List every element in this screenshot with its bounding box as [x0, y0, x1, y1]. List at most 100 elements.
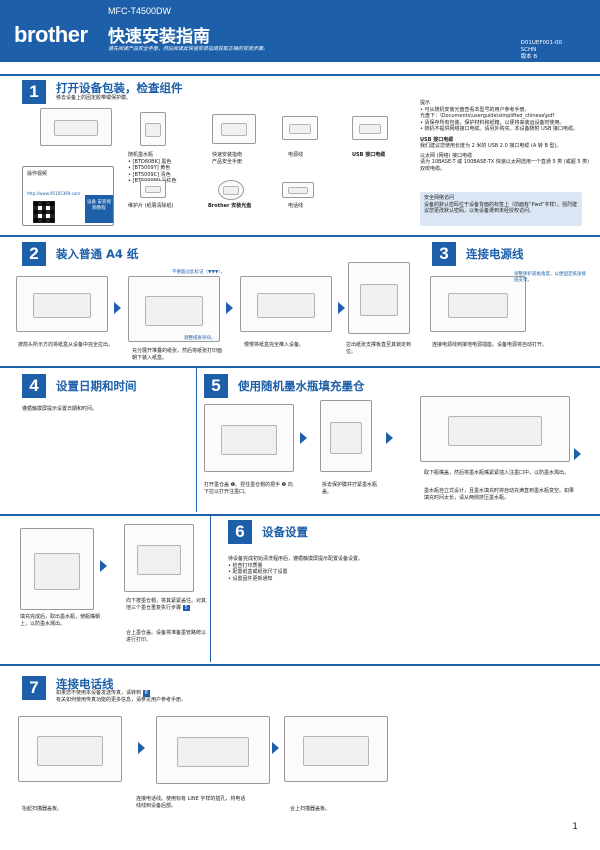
usb-text: 我们建议您使用长度为 2 米的 USB 2.0 接口电缆 (A 转 B 型)。: [420, 143, 562, 149]
phone-cord-illustration: [282, 182, 314, 198]
section-6-desc-text: 待设备完成初始清洗程序后，遵循触摸屏提示配置设备设置。: [228, 556, 364, 562]
video-url[interactable]: http://www.95105369.com: [27, 191, 81, 196]
next-arrow-icon: [574, 448, 581, 460]
usb-title: USB 接口电缆: [420, 136, 454, 143]
step-5-caption-2: 拆去保护膜并拧紧墨水瓶盖。: [322, 482, 378, 495]
section-divider: [0, 235, 600, 237]
step-5-caption-3: 取下瓶嘴盖，然后将墨水瓶嘴紧紧插入注墨口中，以防墨水溅出。: [424, 470, 570, 476]
power-connect-illustration: [430, 276, 526, 332]
section-4-desc: 遵循触摸屏提示设置日期和时间。: [22, 406, 98, 412]
section-7-desc-line-1: 如果您不使用本设备发送传真，请转到 8: [56, 690, 356, 697]
section-7-title: 连接电话线: [56, 677, 114, 691]
section-6-number: 6: [228, 520, 252, 544]
setting-item: • 设置固件更新通知: [228, 575, 273, 582]
section-2-number: 2: [22, 242, 46, 266]
next-arrow-icon: [226, 302, 233, 314]
step-5-caption-5: 向下按墨仓帽，将其紧紧盖住。对其他三个墨仓重复执行步骤 5: [126, 598, 206, 611]
paper-guide-callout: 调整纸张导块。: [184, 336, 216, 341]
doc-version: 版本 B: [520, 54, 538, 60]
step-5-caption-6: 合上墨仓盖。设备将准备墨管路统以进行打印。: [126, 630, 207, 643]
usb-cable-caption: USB 接口电缆: [352, 152, 386, 158]
step-7-caption-2: 连接电话线。使用标有 LINE 字样的插孔，将电话线线到设备后部。: [136, 796, 246, 809]
next-arrow-icon: [386, 432, 393, 444]
lan-text: 请为 10BASE-T 或 100BASE-TX 快速以太网选用一个直通 5 类…: [420, 159, 590, 172]
security-note: 安全网络访问 设备的默认密码位于设备背面的标签上（前面有“Pwd”字样）。强烈建…: [420, 192, 582, 226]
section-6-desc: 待设备完成初始清洗程序后，遵循触摸屏提示配置设备设置。 • 检查打印质量 • 配…: [228, 556, 568, 582]
section-7-desc: 如果您不使用本设备发送传真，请转到 8 有关如何使用传真功能的更多信息，请参见用…: [56, 690, 356, 703]
step-5-caption-1: 打开墨仓盖 ❶。捏住墨仓帽的把手 ❷ 向下拉以打开注墨口。: [204, 482, 293, 495]
lan-title: 以太网 (网络) 接口电缆: [420, 152, 473, 159]
guide-caption-line: 快速安装指南: [212, 152, 243, 158]
next-arrow-icon: [114, 302, 121, 314]
section-3-title: 连接电源线: [466, 247, 524, 261]
ink-caption-line: • [BT5009Y] 黄色: [128, 165, 171, 171]
section-5-title: 使用随机墨水瓶填充墨仓: [238, 379, 365, 393]
video-tutorial-label: 设备 安装视频教程: [87, 200, 111, 211]
brand-logo: brother: [14, 22, 88, 47]
lift-scanner-illustration: [18, 716, 122, 782]
setting-item: • 配置纸盒或纸张尺寸设置: [228, 569, 288, 575]
setting-item: • 检查打印质量: [228, 562, 263, 569]
paper-support-illustration: [348, 262, 410, 334]
section-divider: [0, 664, 600, 666]
paper-limit-callout: 不要超过此标记（▼▼▼）。: [172, 270, 226, 275]
column-divider: [210, 514, 211, 662]
close-scanner-illustration: [284, 716, 388, 782]
next-arrow-icon: [272, 742, 279, 754]
section-divider: [0, 366, 600, 368]
load-paper-illustration: [128, 276, 220, 342]
section-1-desc: 移去设备上的固定胶带或保护膜。: [56, 95, 132, 101]
page-title: 快速安装指南: [108, 27, 210, 47]
ink-caption-line: 随机墨水瓶: [128, 152, 154, 158]
section-7-desc-1: 如果您不使用本设备发送传真，请转到: [56, 690, 142, 696]
header-banner: brother MFC-T4500DW 快速安装指南 请先阅读产品安全手册，然后…: [0, 0, 600, 62]
note-line: • 请保存所有包装，保护材料和纸箱，以便将来装运设备时使用。: [420, 119, 565, 126]
security-text: 设备的默认密码位于设备背面的标签上（前面有“Pwd”字样）。强烈建议您更改默认密…: [424, 201, 577, 215]
guide-caption: 快速安装指南 产品安全手册: [212, 152, 242, 165]
guide-booklet-illustration: [212, 114, 256, 144]
next-arrow-icon: [138, 742, 145, 754]
phone-cord-caption: 电话线: [288, 203, 304, 209]
note-line: • 随机不提供网络接口电缆。请另外购买。本设备随附 USB 接口电缆。: [420, 126, 578, 132]
step-7-caption-1: 抬起扫描器盖板。: [22, 806, 63, 812]
step-2-caption-4: 拉出纸张支撑板直至其锁定到位。: [346, 342, 412, 355]
doc-code: D01UEF001-00: [520, 40, 562, 46]
step-2-caption-1: 按箭头所示方向将纸盒从设备中完全拉出。: [18, 342, 114, 348]
printer-illustration: [40, 108, 112, 146]
section-7-desc-2: 有关如何使用传真功能的更多信息，请参见用户参考手册。: [56, 696, 187, 703]
step-ref-badge: 8: [142, 690, 150, 697]
power-cord-illustration: [282, 116, 318, 140]
ink-filling-illustration: [420, 396, 570, 462]
step-2-caption-2: 充分展开堆叠的纸张，然后将纸张打印面朝下装入纸盒。: [132, 348, 223, 361]
note-line: • 可从随机安装光盘查看本型号的用户参考手册。: [420, 106, 530, 113]
step-7-caption-3: 合上扫描器盖板。: [290, 806, 331, 812]
pull-tray-illustration: [16, 276, 108, 332]
video-tutorial-button[interactable]: 设备 安装视频教程: [85, 195, 113, 223]
wiper-illustration: [140, 180, 166, 198]
step-ref-badge: 5: [182, 604, 190, 611]
qr-code: [33, 201, 55, 223]
section-1-number: 1: [22, 80, 46, 104]
section-1-title: 打开设备包装，检查组件: [56, 81, 183, 95]
video-label: 操作视频: [27, 171, 48, 177]
page-number: 1: [572, 822, 578, 832]
notes-title: 提示: [420, 100, 431, 106]
power-cord-caption: 电源线: [288, 152, 304, 158]
wiper-caption: 维护片 (纸屑清除纸): [128, 203, 174, 209]
doc-lang: SCHN: [520, 47, 537, 53]
cd-disc-icon: [218, 180, 244, 200]
section-7-number: 7: [22, 676, 46, 700]
ink-caption-line: • [BTD60BK] 黑色: [128, 158, 172, 165]
step-2-caption-3: 慢慢将纸盒完全推入设备。: [244, 342, 305, 348]
section-2-title: 装入普通 A4 纸: [56, 247, 139, 261]
usb-cable-illustration: [352, 116, 388, 140]
video-box: 操作视频 http://www.95105369.com 设备 安装视频教程: [22, 166, 114, 226]
guide-caption-line: 产品安全手册: [212, 158, 243, 165]
step-3-caption: 连接电源线到接地电源插座。设备电源将自动打开。: [432, 342, 548, 348]
section-divider: [210, 514, 600, 516]
ink-bottle-illustration: [140, 112, 166, 146]
disc-caption: Brother 安装光盘: [208, 203, 252, 209]
step-5-caption-3b: 墨水瓶自立式设计，且墨水填充时将自动充满直到墨水瓶变空。如果填充时间太长，请从两…: [424, 488, 575, 501]
section-4-number: 4: [22, 374, 46, 398]
section-divider: [0, 74, 600, 76]
